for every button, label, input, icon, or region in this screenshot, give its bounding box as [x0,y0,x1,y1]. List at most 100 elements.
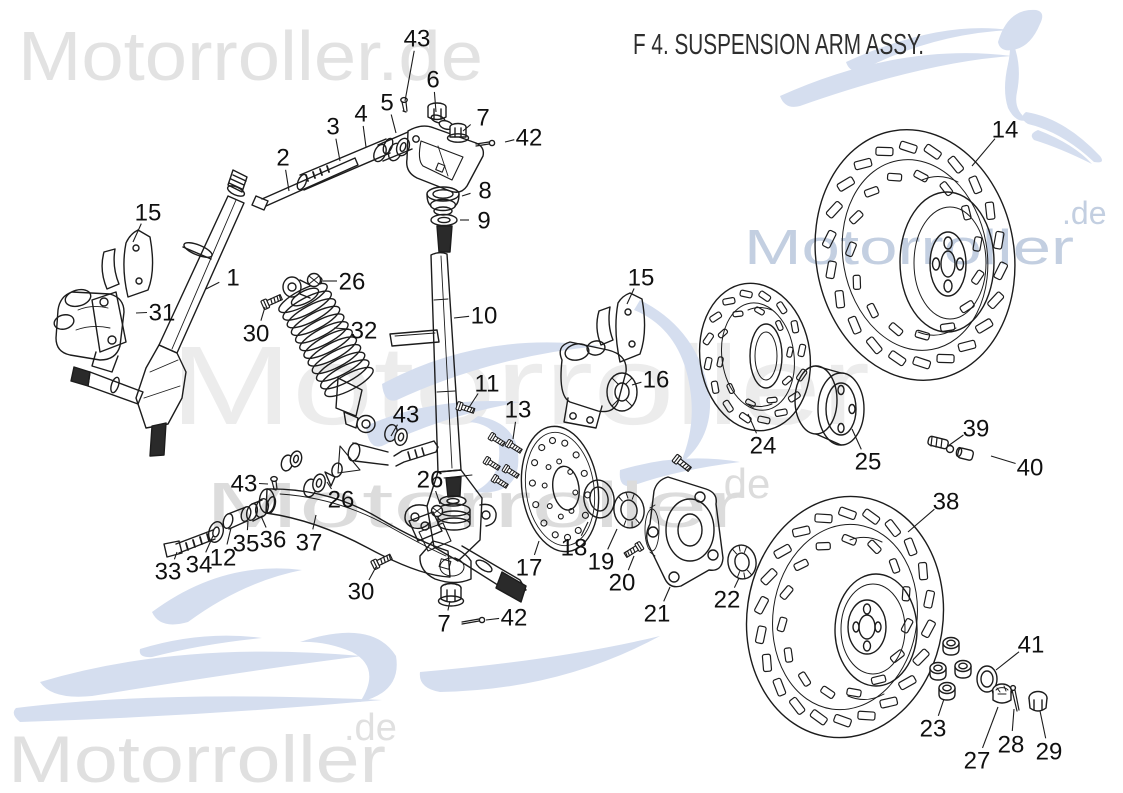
part-label-13: 13 [505,397,531,440]
left-brake-caliper [53,288,127,373]
part-label-14: 14 [971,117,1018,167]
stud-thread [436,225,453,253]
part-label-11: 11 [467,371,499,410]
part-label-15: 15 [626,265,655,305]
svg-text:8: 8 [478,178,491,205]
part-label-30: 30 [348,566,377,606]
washer-9 [430,213,458,227]
part-label-31: 31 [135,300,175,327]
figure-title: F 4. SUSPENSION ARM ASSY. [633,29,924,61]
svg-text:42: 42 [501,605,528,632]
svg-text:30: 30 [243,321,270,348]
svg-text:15: 15 [628,265,655,292]
svg-text:28: 28 [998,732,1025,759]
svg-text:23: 23 [920,716,947,743]
brake-disc [520,425,600,553]
svg-text:26: 26 [328,487,355,514]
rod-3 [296,137,394,191]
part-label-42: 42 [504,125,542,152]
left-brake-pads [101,229,154,298]
pivot-bolt-set [163,496,277,558]
part-label-4: 4 [354,101,368,148]
svg-text:6: 6 [426,67,439,94]
svg-text:12: 12 [210,545,237,572]
part-label-32: 32 [333,318,377,345]
right-brake-pads [596,292,646,363]
left-knuckle-strut [70,169,248,457]
svg-text:40: 40 [1017,455,1044,482]
svg-text:1: 1 [226,265,239,292]
svg-text:7: 7 [476,105,489,132]
part-label-37: 37 [296,514,323,557]
part-label-9: 9 [460,208,491,235]
svg-text:7: 7 [437,611,450,638]
valve-cap-40 [955,446,975,461]
svg-text:21: 21 [644,601,671,628]
svg-text:43: 43 [393,402,420,429]
svg-text:17: 17 [516,555,543,582]
part-label-2: 2 [276,145,290,192]
part-label-17: 17 [516,540,543,582]
part-label-40: 40 [990,455,1044,482]
line-art [53,96,1048,739]
svg-text:43: 43 [404,26,431,53]
watermark-mid-left-tld: .de [712,460,770,507]
part-label-3: 3 [326,114,341,162]
watermark-center-blue-tld: .de [1062,195,1106,231]
svg-text:43: 43 [231,471,258,498]
part-label-29: 29 [1036,710,1062,766]
part-label-12: 12 [210,527,237,572]
part-label-16: 16 [631,367,669,394]
part-label-43: 43 [231,471,269,498]
bearing-19 [613,491,645,529]
part-label-15: 15 [132,200,162,243]
svg-text:37: 37 [296,530,323,557]
svg-text:41: 41 [1018,632,1045,659]
lug-nuts-23 [929,636,972,701]
svg-text:25: 25 [855,449,882,476]
part-label-28: 28 [998,708,1025,759]
svg-text:3: 3 [326,114,339,141]
flange-nut-26-top [306,272,323,288]
svg-text:34: 34 [186,552,213,579]
bushing-stack-26 [280,450,343,498]
part-label-42: 42 [485,605,528,632]
part-label-41: 41 [995,632,1045,671]
part-label-26: 26 [417,467,443,505]
svg-text:2: 2 [276,145,289,172]
ball-joint-8 [426,186,460,216]
part-label-27: 27 [964,706,999,775]
lower-arm [258,423,472,584]
wheel-14 [814,129,1016,381]
part-label-8: 8 [461,178,492,205]
svg-text:36: 36 [260,527,287,554]
part-label-25: 25 [851,428,882,476]
castle-nut-7-lower [437,582,465,607]
watermark-bottom-left: Motorroller [8,722,386,793]
right-brake-caliper [559,340,638,429]
part-label-22: 22 [714,577,741,614]
part-label-6: 6 [426,67,440,113]
washer-41 [976,665,998,693]
svg-text:22: 22 [714,587,741,614]
tire-treads [702,140,1009,728]
part-label-43: 43 [404,26,431,102]
svg-text:18: 18 [561,535,588,562]
hub-carrier [644,476,724,588]
logo-swoosh-bottom-left [13,568,660,722]
part-label-23: 23 [920,698,947,743]
part-label-20: 20 [609,555,635,597]
svg-text:24: 24 [750,433,777,460]
part-label-18: 18 [561,521,589,562]
castle-nut-7-upper [446,122,470,143]
watermark-center-blue: Motorroller [744,221,1074,275]
svg-text:4: 4 [354,101,367,128]
svg-text:27: 27 [964,748,991,775]
svg-text:15: 15 [135,200,162,227]
part-label-33: 33 [155,551,181,586]
part-label-26: 26 [323,269,365,296]
svg-text:30: 30 [348,579,375,606]
